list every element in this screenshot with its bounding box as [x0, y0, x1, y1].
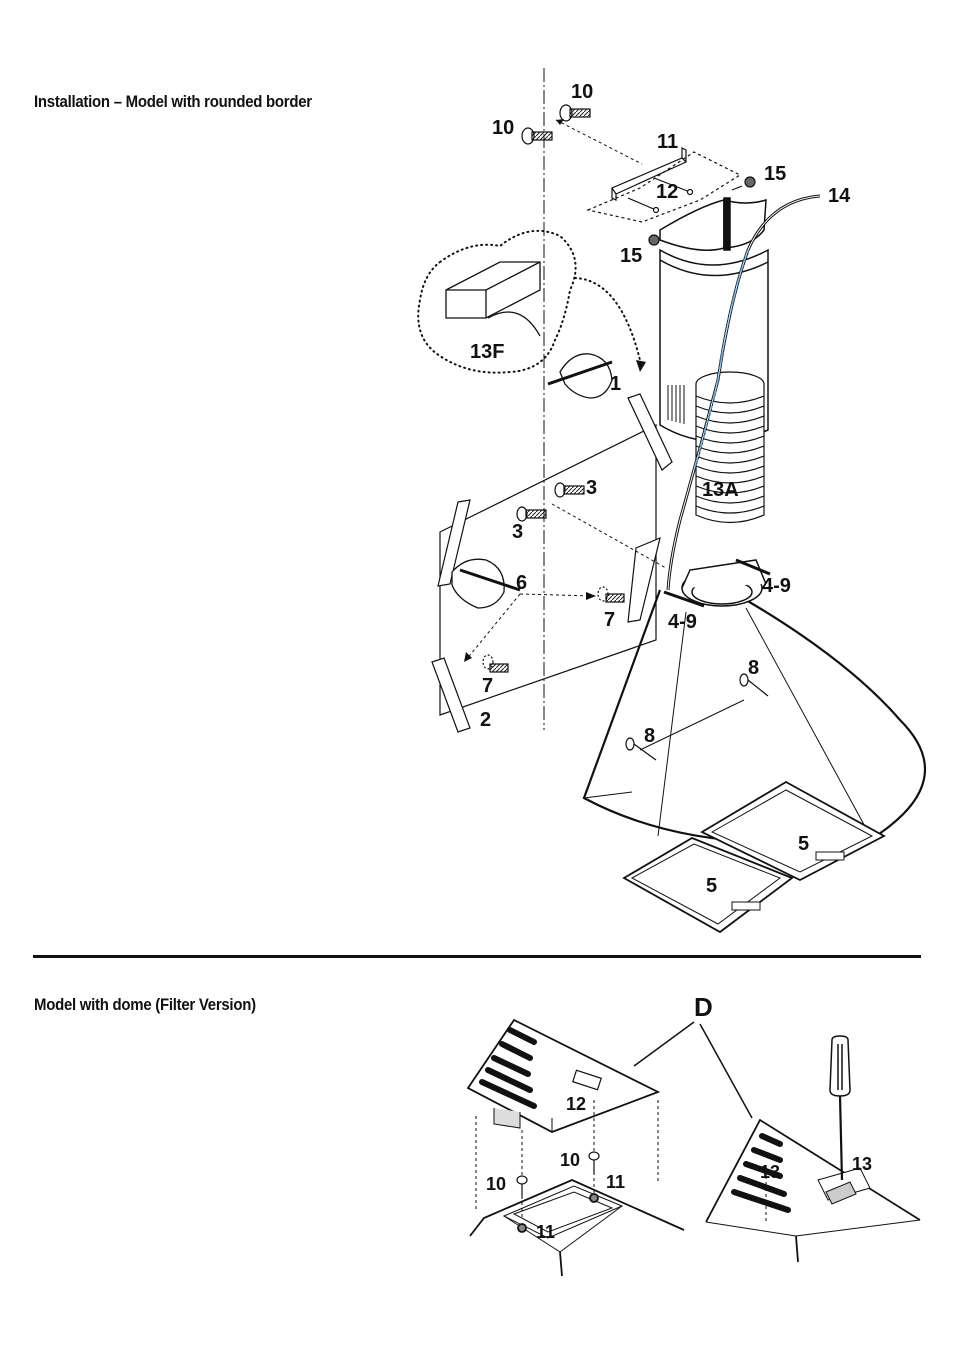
label-12: 12 — [656, 181, 678, 203]
label-D: D — [694, 992, 713, 1022]
outlet-flange-13F — [445, 261, 541, 337]
label-7: 7 — [482, 675, 493, 697]
flexible-duct — [695, 371, 765, 524]
label-5: 5 — [706, 875, 717, 897]
screw-12 — [627, 177, 694, 214]
hand-pencil-6 — [451, 558, 521, 609]
dome-section-title: Model with dome (Filter Version) — [34, 995, 256, 1014]
section-divider — [33, 955, 921, 958]
label-6: 6 — [516, 572, 527, 594]
tape-strip — [431, 393, 673, 733]
screwdriver-icon — [829, 1035, 851, 1181]
hood-body — [582, 589, 926, 844]
wall-plug-7 — [482, 586, 625, 673]
label-4-9: 4-9 — [668, 611, 697, 633]
label-15: 15 — [764, 163, 786, 185]
label-3: 3 — [586, 477, 597, 499]
label-10: 10 — [571, 81, 593, 103]
detail-bubble-13F — [417, 229, 577, 374]
label-12: 12 — [566, 1094, 586, 1114]
label-11: 11 — [606, 1172, 625, 1192]
installation-section-title: Installation – Model with rounded border — [34, 92, 312, 111]
label-10: 10 — [560, 1150, 580, 1170]
screw-8 — [625, 673, 769, 761]
screw-10-lower — [521, 127, 553, 145]
label-10: 10 — [492, 117, 514, 139]
hood-top — [469, 1179, 685, 1277]
label-11: 11 — [657, 131, 678, 153]
label-10: 10 — [486, 1174, 506, 1194]
label-7: 7 — [604, 609, 615, 631]
wall-plane — [439, 424, 657, 716]
dome-cover — [466, 1018, 661, 1133]
label-8: 8 — [748, 657, 759, 679]
screw-15-right — [731, 176, 756, 191]
label-5: 5 — [798, 833, 809, 855]
label-14: 14 — [828, 185, 851, 207]
label-4-9: 4-9 — [762, 575, 791, 597]
wall-plug-3 — [516, 482, 585, 522]
label-13: 13 — [852, 1154, 872, 1174]
label-1: 1 — [610, 373, 621, 395]
hand-pencil-1 — [547, 353, 613, 399]
label-2: 2 — [480, 709, 491, 731]
screw-10-upper — [559, 104, 591, 122]
dome-assembled — [705, 1118, 921, 1263]
top-bracket — [586, 147, 742, 223]
label-3: 3 — [512, 521, 523, 543]
label-11: 11 — [536, 1222, 555, 1242]
label-13F: 13F — [470, 341, 504, 363]
grease-filter — [622, 780, 886, 934]
dome-guide-lines — [475, 1100, 659, 1220]
duct-collar — [663, 558, 771, 608]
label-15: 15 — [620, 245, 642, 267]
label-8: 8 — [644, 725, 655, 747]
dome-screws — [516, 1151, 600, 1198]
label-13: 13 — [760, 1162, 780, 1182]
label-13A: 13A — [702, 479, 739, 501]
